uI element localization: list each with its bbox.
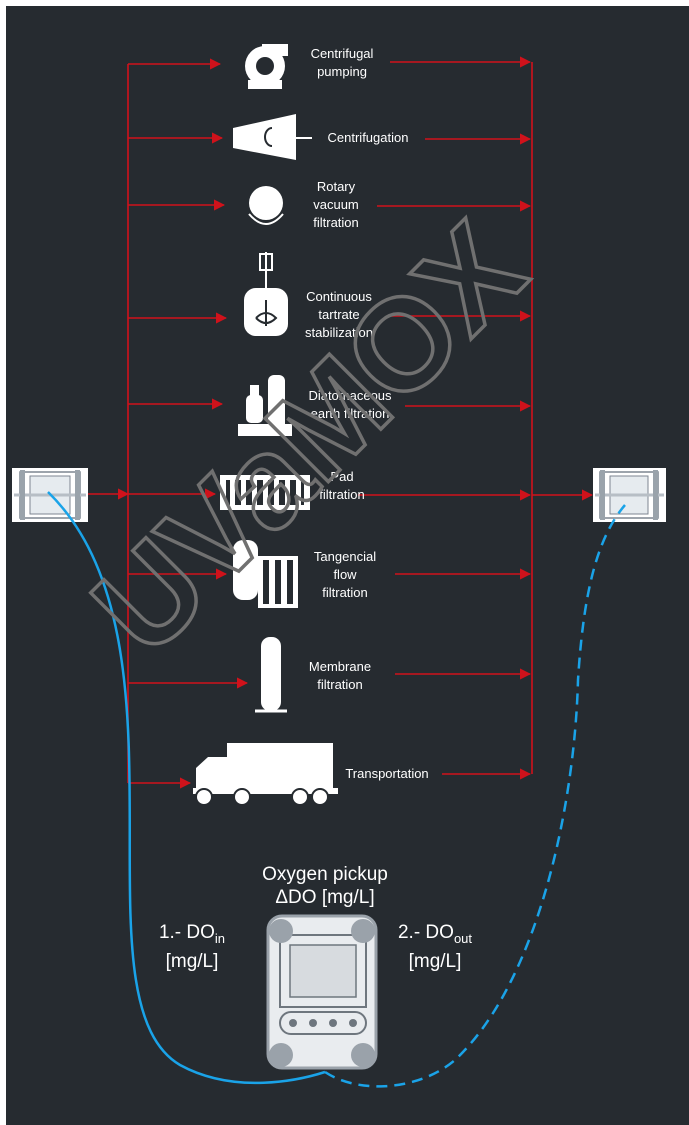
flow-diagram <box>12 44 666 1088</box>
rotary-vacuum-filter-icon <box>248 186 284 225</box>
diatomaceous-filter-icon <box>238 375 292 436</box>
truck-icon <box>193 743 338 806</box>
centrifugal-pump-icon <box>245 44 288 89</box>
flow-arrows <box>88 56 594 789</box>
pad-filter-icon <box>220 475 310 510</box>
inlet-sensor-cable <box>47 491 326 1085</box>
membrane-filter-icon <box>255 637 287 713</box>
tangential-filter-icon <box>233 540 298 608</box>
watermark-text: UVaMOX <box>65 195 551 681</box>
do-out-label: 2.- DOout [mg/L] <box>397 922 473 972</box>
centrifuge-icon <box>233 114 312 160</box>
label-transportation: Transportation <box>345 766 429 781</box>
oxygen-meter-icon <box>266 914 378 1070</box>
outlet-sight-glass-icon <box>593 468 666 522</box>
do-in-label: 1.- DOin [mg/L] <box>158 922 226 972</box>
oxygen-pickup-title: Oxygen pickup ΔDO [mg/L] <box>262 864 388 908</box>
outlet-sensor-cable <box>324 504 626 1088</box>
watermark: UVaMOX <box>63 193 553 683</box>
stirred-tank-icon <box>244 252 288 336</box>
label-centrifugation: Centrifugation <box>327 130 409 145</box>
